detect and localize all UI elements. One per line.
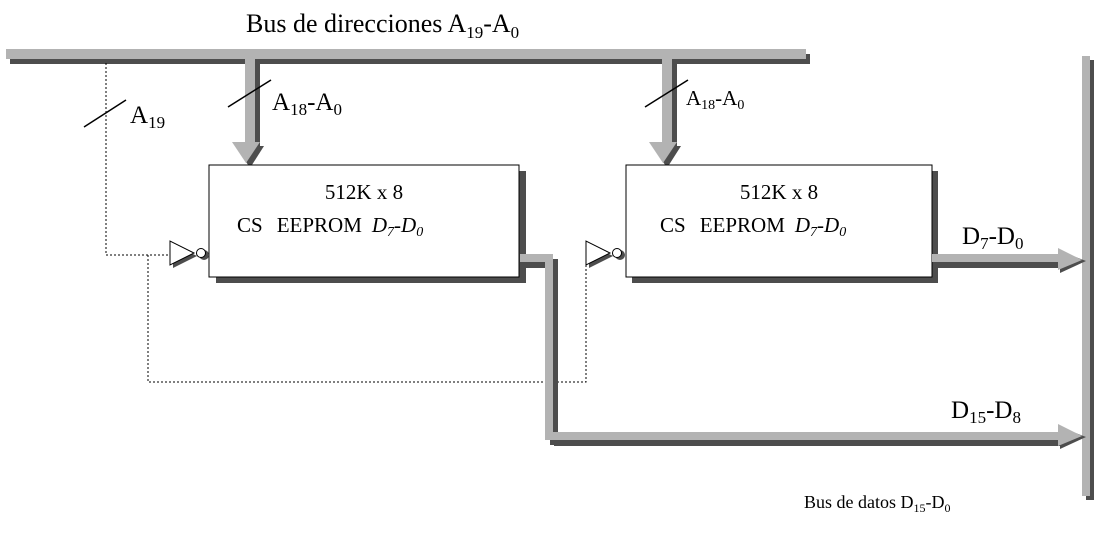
address-drop-left: [232, 58, 264, 168]
a19-line-to-right-chip: [147, 255, 587, 383]
data-path-low: [932, 248, 1086, 273]
address-label-left: A18-A0: [272, 89, 342, 119]
data-label-high: D15-D8: [951, 397, 1021, 427]
chip-left-capacity: 512K x 8: [325, 180, 403, 204]
bus-width-slash-right: [644, 79, 689, 108]
a19-line: [105, 63, 170, 256]
chip-left: [208, 164, 526, 283]
data-path-high: [520, 254, 1086, 449]
data-bus-label: Bus de datos D15-D0: [804, 492, 951, 515]
address-drop-right: [649, 58, 681, 168]
address-bus: [6, 49, 810, 64]
inverter-right: [585, 240, 625, 268]
chip-right-capacity: 512K x 8: [740, 180, 818, 204]
bus-width-slash-a19: [83, 99, 127, 128]
bus-width-slash-left: [227, 79, 272, 108]
address-label-right: A18-A0: [686, 86, 744, 113]
data-bus: [1082, 56, 1094, 500]
address-bus-title: Bus de direcciones A19-A0: [246, 9, 519, 42]
data-label-low: D7-D0: [962, 223, 1023, 253]
inverter-left: [169, 240, 209, 268]
chip-right: [625, 164, 938, 283]
address-label-a19: A19: [130, 102, 165, 132]
